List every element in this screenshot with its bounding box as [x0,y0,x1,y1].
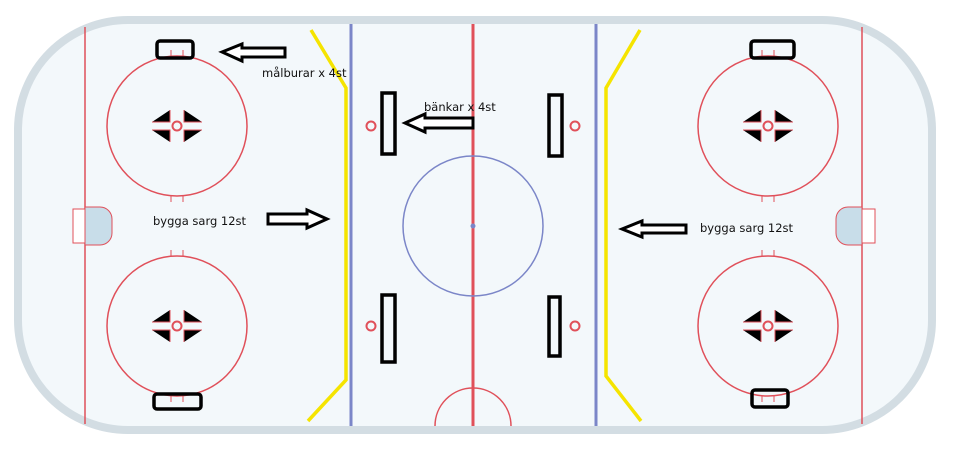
goal-cage [152,392,203,411]
goal-cages [152,39,796,411]
arrow-left-icon [617,218,688,240]
arrow-right-icon [266,207,331,231]
goal-crease-left [72,206,113,246]
faceoff-dots [171,120,774,332]
bench [547,93,564,158]
arrow-left-icon [218,41,287,64]
arrow-left-icon [401,111,475,135]
temporary-boards-left [306,29,348,423]
bench [380,91,397,156]
faceoff-hashmarks [152,50,793,402]
center-dot [470,223,476,229]
referee-crease [434,387,512,427]
center-circle [402,155,544,297]
label-boards-left: bygga sarg 12st [153,214,247,228]
bench [547,295,562,358]
benches [380,91,564,364]
goal-crease-right [835,206,876,246]
bench [380,293,397,364]
goal-cage [749,39,796,60]
temporary-boards-right [604,29,643,423]
label-goals: målburar x 4st [262,66,347,80]
label-boards-right: bygga sarg 12st [700,221,794,235]
label-benches: bänkar x 4st [424,100,496,114]
faceoff-circles [106,55,839,397]
goal-cage [750,388,790,409]
goal-cage [155,39,195,60]
